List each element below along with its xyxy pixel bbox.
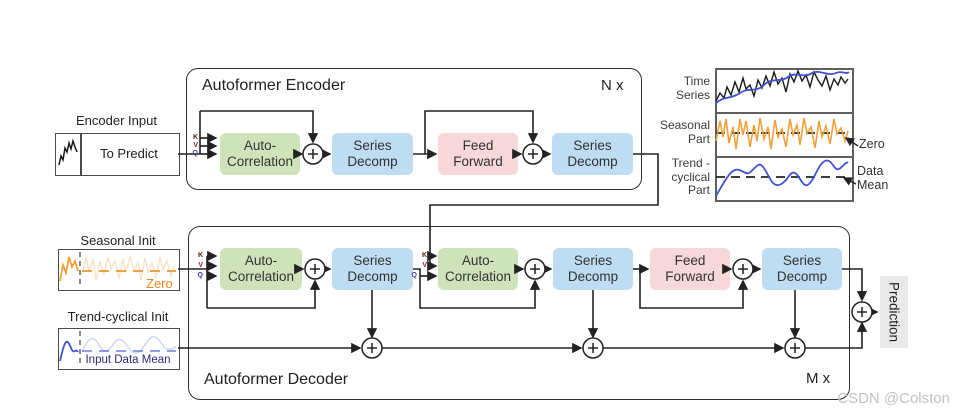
- block-label: Decomp: [567, 154, 618, 169]
- block-label: Decomp: [567, 269, 619, 284]
- decoder-v-label-2: V: [422, 262, 427, 269]
- encoder-input-value: To Predict: [100, 146, 158, 161]
- block-label: Series: [573, 253, 613, 268]
- decoder-autocorrelation-block-2: Auto- Correlation: [438, 248, 518, 290]
- decoder-q-label-1: Q: [197, 272, 203, 279]
- decoder-repeat-count: M x: [806, 370, 831, 387]
- block-label: Auto-: [461, 253, 495, 268]
- seasonal-init-zero-label: Zero: [146, 276, 173, 291]
- block-label: Series: [353, 253, 392, 268]
- trend-init-mean-label: Input Data Mean: [85, 354, 171, 366]
- block-label: Decomp: [776, 269, 828, 284]
- encoder-repeat-count: N x: [601, 77, 624, 94]
- encoder-v-label: V: [193, 142, 198, 149]
- block-label: Forward: [665, 269, 715, 284]
- decoder-autocorrelation-block-1: Auto- Correlation: [220, 248, 302, 290]
- block-label: Auto-: [243, 138, 277, 153]
- encoder-input-label: Encoder Input: [76, 113, 157, 128]
- block-label: Decomp: [347, 269, 398, 284]
- legend-trend-part-label: Trend -cyclical Part: [671, 156, 710, 197]
- decoder-series-decomp-block-3: Series Decomp: [762, 248, 842, 290]
- block-label: Forward: [453, 154, 503, 169]
- encoder-k-label: K: [192, 134, 198, 141]
- block-label: Correlation: [226, 154, 294, 169]
- block-label: Auto-: [244, 253, 278, 268]
- encoder-autocorrelation-block: Auto- Correlation: [220, 133, 300, 175]
- decoder-series-decomp-block-1: Series Decomp: [332, 248, 413, 290]
- block-label: Feed: [674, 253, 706, 268]
- legend-zero-annotation: Zero: [859, 137, 885, 151]
- legend-data-mean-annotation: Data Mean: [857, 164, 889, 192]
- block-label: Feed: [462, 138, 494, 153]
- time-series-box: [715, 68, 854, 114]
- block-label: Decomp: [347, 154, 398, 169]
- encoder-title: Autoformer Encoder: [202, 77, 346, 94]
- trend-init-label: Trend-cyclical Init: [67, 309, 169, 324]
- encoder-series-decomp-block-2: Series Decomp: [552, 133, 633, 175]
- block-label: Series: [573, 138, 612, 153]
- encoder-q-label: Q: [192, 150, 198, 157]
- decoder-k-label-2: K: [421, 252, 427, 259]
- encoder-input-divider: [80, 134, 82, 175]
- block-label: Series: [782, 253, 822, 268]
- block-label: Correlation: [444, 269, 512, 284]
- block-label: Correlation: [227, 269, 295, 284]
- decoder-title: Autoformer Decoder: [204, 371, 349, 388]
- decoder-series-decomp-block-2: Series Decomp: [553, 248, 633, 290]
- legend-seasonal-part-label: Seasonal Part: [659, 118, 710, 146]
- encoder-feed-forward-block: Feed Forward: [438, 133, 518, 175]
- seasonal-part-box: [715, 112, 854, 158]
- seasonal-init-label: Seasonal Init: [80, 233, 156, 248]
- decoder-feed-forward-block: Feed Forward: [650, 248, 730, 290]
- legend-time-series-label: Time Series: [675, 74, 710, 102]
- watermark: CSDN @Colston: [837, 390, 950, 407]
- trend-part-box: [715, 156, 854, 202]
- prediction-output-label: Prediction: [880, 276, 908, 348]
- decoder-k-label-1: K: [197, 252, 203, 259]
- decoder-v-label-1: V: [198, 262, 203, 269]
- block-label: Series: [353, 138, 392, 153]
- encoder-series-decomp-block-1: Series Decomp: [332, 133, 413, 175]
- decoder-q-label-2: Q: [411, 272, 417, 279]
- encoder-container: [186, 68, 642, 190]
